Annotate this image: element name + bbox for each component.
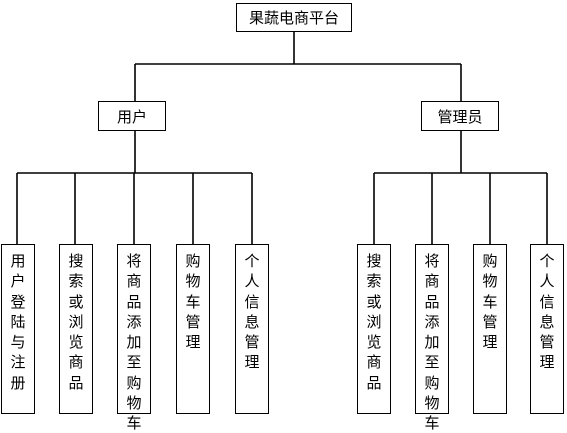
leaf-node-user-profile-management: 个人信息管理 bbox=[235, 244, 269, 414]
leaf-node-user-add-to-cart: 将商品添加至购物车 bbox=[117, 244, 151, 432]
branch-label-admin: 管理员 bbox=[437, 107, 483, 126]
leaf-node-admin-search-browse: 搜索或浏览商品 bbox=[357, 244, 391, 414]
leaf-node-user-cart-management: 购物车管理 bbox=[176, 244, 210, 414]
connector-lines bbox=[16, 29, 548, 245]
leaf-label: 将商品添加至购物车 bbox=[424, 252, 440, 432]
leaf-label: 用户登陆与注册 bbox=[10, 252, 26, 392]
leaf-node-admin-cart-management: 购物车管理 bbox=[473, 244, 507, 414]
leaf-node-user-login-register: 用户登陆与注册 bbox=[1, 244, 35, 414]
leaf-label: 购物车管理 bbox=[185, 252, 201, 351]
branch-node-user: 用户 bbox=[98, 101, 166, 131]
leaf-label: 搜索或浏览商品 bbox=[366, 252, 382, 392]
leaf-label: 个人信息管理 bbox=[539, 252, 555, 372]
leaf-label: 搜索或浏览商品 bbox=[68, 252, 84, 392]
leaf-label: 购物车管理 bbox=[482, 252, 498, 351]
diagram-canvas: 果蔬电商平台 用户 管理员 用户登陆与注册 搜索或浏览商品 将商品添加至购物车 … bbox=[1, 3, 564, 432]
leaf-node-admin-profile-management: 个人信息管理 bbox=[530, 244, 564, 414]
root-label: 果蔬电商平台 bbox=[248, 9, 339, 27]
branch-label-user: 用户 bbox=[116, 107, 147, 126]
branch-node-admin: 管理员 bbox=[421, 101, 499, 131]
leaf-label: 将商品添加至购物车 bbox=[126, 252, 142, 432]
leaf-label: 个人信息管理 bbox=[244, 252, 260, 372]
root-node: 果蔬电商平台 bbox=[236, 3, 352, 32]
leaf-node-user-search-browse: 搜索或浏览商品 bbox=[59, 244, 93, 414]
leaf-node-admin-add-to-cart: 将商品添加至购物车 bbox=[415, 244, 449, 432]
